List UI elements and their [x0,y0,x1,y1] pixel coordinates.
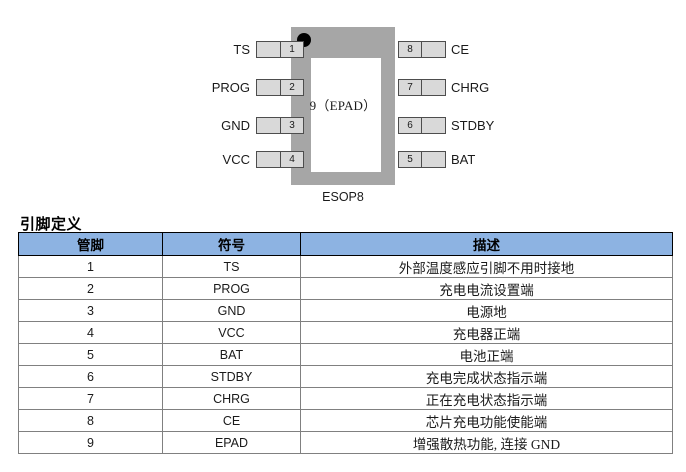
pin-7-lead [422,80,445,95]
table-header-row: 管脚 符号 描述 [18,232,673,256]
cell-symbol: GND [162,299,301,322]
epad-center-label: 9（EPAD） [309,98,377,113]
cell-symbol: CE [162,409,301,432]
table-row: 3 GND 电源地 [18,299,673,322]
pin-7-number: 7 [399,80,422,95]
pin-5-number: 5 [399,152,422,167]
pin-label-vcc: VCC [222,152,250,167]
cell-description: 电池正端 [300,343,673,366]
cell-pin: 8 [18,409,163,432]
package-name-label: ESOP8 [322,190,364,204]
pin-8-number: 8 [399,42,422,57]
table-row: 7 CHRG 正在充电状态指示端 [18,387,673,410]
cell-pin: 1 [18,255,163,278]
pin-3-lead [257,118,280,133]
cell-pin: 6 [18,365,163,388]
pin-2: 2 [256,79,304,96]
pin-5: 5 [398,151,446,168]
cell-pin: 5 [18,343,163,366]
cell-description: 芯片充电功能使能端 [300,409,673,432]
pin-6: 6 [398,117,446,134]
pin-label-ts: TS [233,42,250,57]
pin-3: 3 [256,117,304,134]
table-row: 9 EPAD 增强散热功能, 连接 GND [18,431,673,454]
pin-1: 1 [256,41,304,58]
pin-label-stdby: STDBY [451,118,495,133]
pin-6-lead [422,118,445,133]
table-row: 5 BAT 电池正端 [18,343,673,366]
cell-description: 正在充电状态指示端 [300,387,673,410]
cell-symbol: VCC [162,321,301,344]
pin-1-number: 1 [280,42,303,57]
package-diagram: 9（EPAD） TS PROG GND VCC 1 2 3 4 8 7 6 5 … [0,0,686,214]
chip-exposed-pad-area [311,58,381,172]
table-row: 8 CE 芯片充电功能使能端 [18,409,673,432]
cell-pin: 2 [18,277,163,300]
cell-symbol: EPAD [162,431,301,454]
cell-description: 充电完成状态指示端 [300,365,673,388]
cell-pin: 4 [18,321,163,344]
table-row: 1 TS 外部温度感应引脚不用时接地 [18,255,673,278]
cell-pin: 3 [18,299,163,322]
column-header-description: 描述 [300,232,673,256]
pin-5-lead [422,152,445,167]
table-row: 6 STDBY 充电完成状态指示端 [18,365,673,388]
cell-description: 充电器正端 [300,321,673,344]
section-title: 引脚定义 [20,216,83,233]
cell-description: 增强散热功能, 连接 GND [300,431,673,454]
pin-4: 4 [256,151,304,168]
pin-label-ce: CE [451,42,470,57]
pin-4-lead [257,152,280,167]
table-row: 4 VCC 充电器正端 [18,321,673,344]
pin-2-number: 2 [280,80,303,95]
pin-4-number: 4 [280,152,303,167]
column-header-symbol: 符号 [162,232,301,256]
cell-description: 充电电流设置端 [300,277,673,300]
pin-definition-table: 管脚 符号 描述 1 TS 外部温度感应引脚不用时接地 2 PROG 充电电流设… [18,232,673,454]
cell-symbol: STDBY [162,365,301,388]
cell-pin: 7 [18,387,163,410]
cell-description: 外部温度感应引脚不用时接地 [300,255,673,278]
table-row: 2 PROG 充电电流设置端 [18,277,673,300]
pin-7: 7 [398,79,446,96]
column-header-pin: 管脚 [18,232,163,256]
cell-symbol: CHRG [162,387,301,410]
pin-2-lead [257,80,280,95]
cell-symbol: TS [162,255,301,278]
pin-label-prog: PROG [211,80,250,95]
cell-pin: 9 [18,431,163,454]
pin-label-chrg: CHRG [451,80,490,95]
pin-label-bat: BAT [451,152,476,167]
cell-symbol: BAT [162,343,301,366]
pin-1-lead [257,42,280,57]
pin-8: 8 [398,41,446,58]
cell-symbol: PROG [162,277,301,300]
pin-6-number: 6 [399,118,422,133]
pin-label-gnd: GND [221,118,250,133]
pin-8-lead [422,42,445,57]
pin-3-number: 3 [280,118,303,133]
cell-description: 电源地 [300,299,673,322]
